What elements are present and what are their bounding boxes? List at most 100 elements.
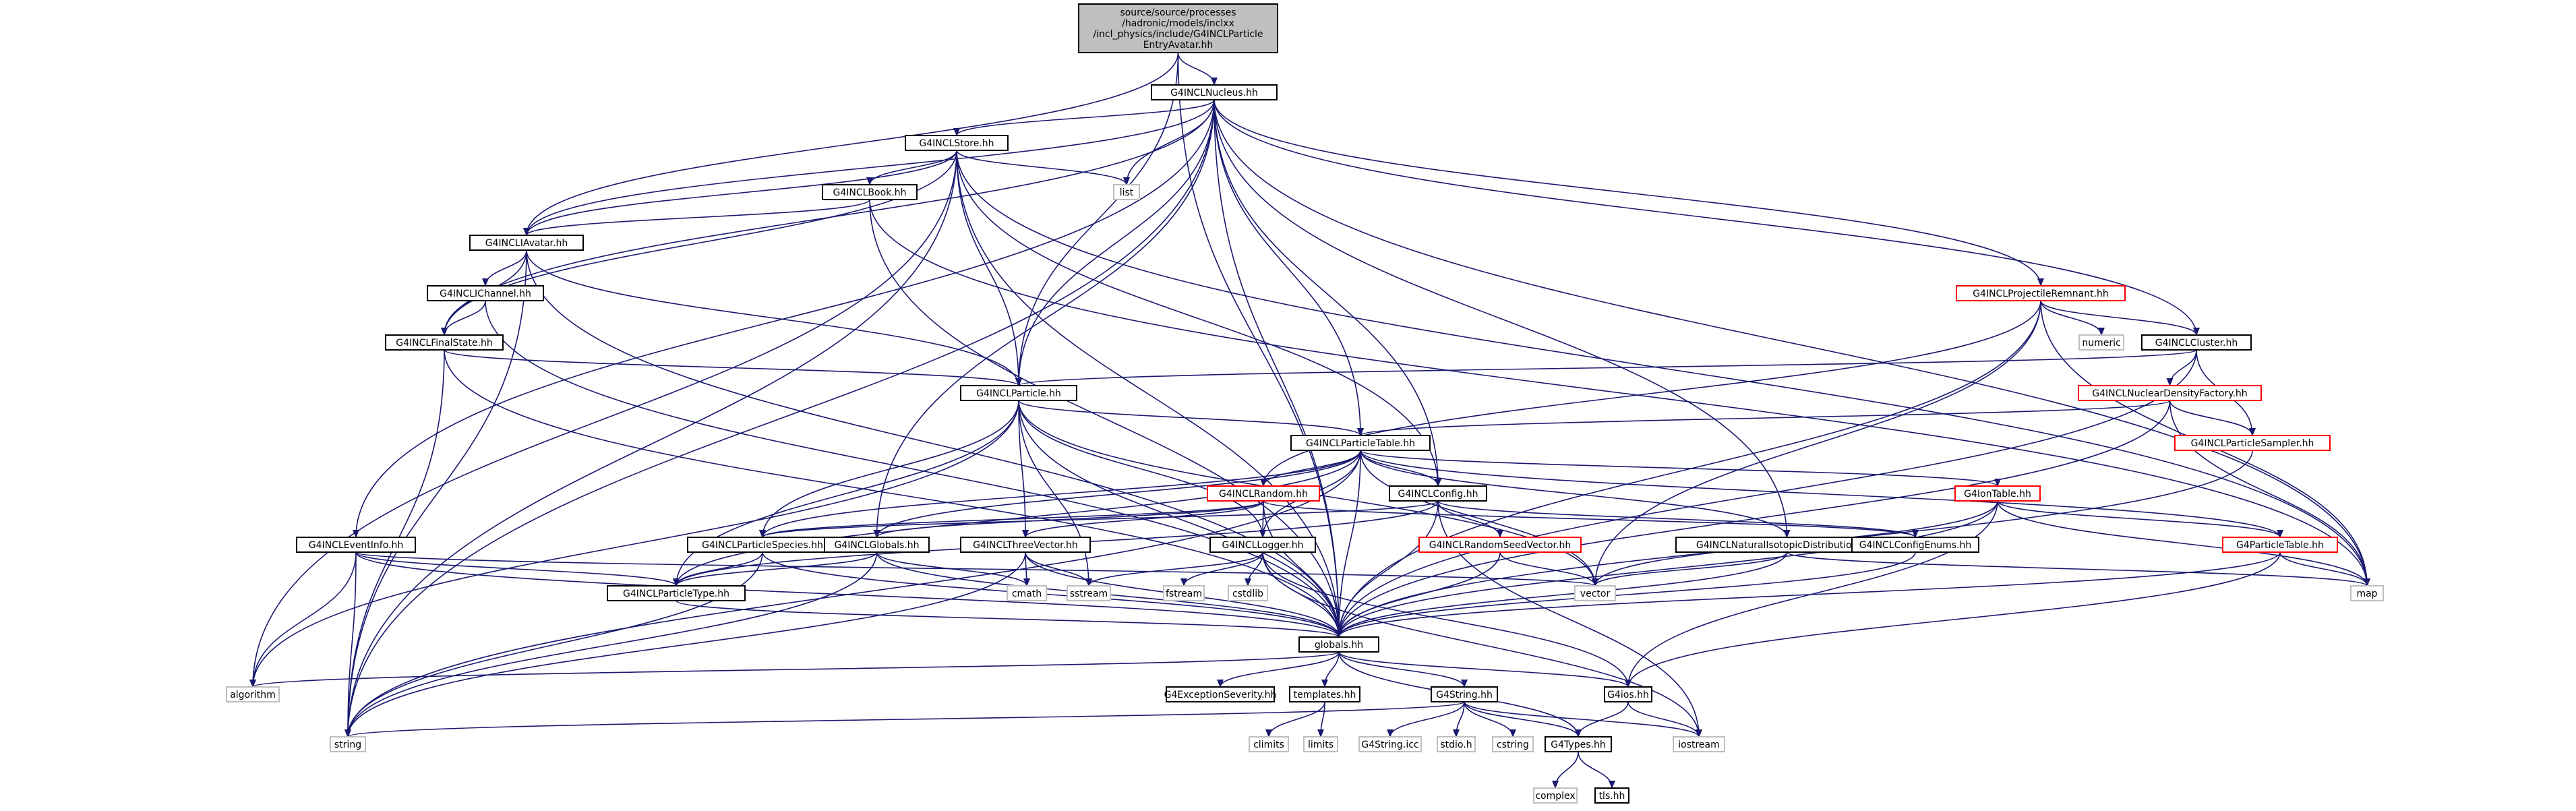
node-g4types[interactable]: G4Types.hh [1545, 736, 1612, 752]
node-book[interactable]: G4INCLBook.hh [822, 184, 918, 200]
edge-g4particletable-to-map [2279, 551, 2370, 587]
node-label-g4string: G4String.hh [1436, 690, 1493, 700]
node-tlshh[interactable]: tls.hh [1594, 787, 1629, 804]
node-box-exception [1166, 686, 1275, 702]
node-g4particletable[interactable]: G4ParticleTable.hh [2222, 537, 2338, 553]
node-vector[interactable]: vector [1574, 585, 1616, 601]
node-cluster[interactable]: G4INCLCluster.hh [2141, 334, 2252, 351]
node-finalstate[interactable]: G4INCLFinalState.hh [385, 334, 504, 351]
node-root[interactable]: source/source/processes/hadronic/models/… [1078, 3, 1278, 53]
edge-iontable-to-globalshh [1336, 500, 1998, 638]
edge-config-to-globalshh [1336, 500, 1439, 638]
nodes-layer: source/source/processes/hadronic/models/… [226, 3, 2384, 804]
node-box-eventinfo [296, 537, 416, 553]
node-threevec[interactable]: G4INCLThreeVector.hh [960, 537, 1091, 553]
edge-seedvec-to-globalshh [1336, 551, 1501, 638]
edge-store-to-book [866, 150, 957, 185]
node-nucleus[interactable]: G4INCLNucleus.hh [1151, 84, 1278, 100]
edge-particletable-to-globals [873, 450, 1361, 538]
node-box-iavatar [469, 235, 584, 251]
node-string[interactable]: string [330, 736, 366, 752]
node-globalshh[interactable]: globals.hh [1298, 636, 1379, 653]
node-label-random: G4INCLRandom.hh [1219, 489, 1308, 500]
node-box-threevec [960, 537, 1091, 553]
node-g4string[interactable]: G4String.hh [1431, 686, 1498, 702]
node-exception[interactable]: G4ExceptionSeverity.hh [1164, 686, 1277, 702]
node-climits[interactable]: climits [1249, 736, 1289, 752]
node-g4stringicc[interactable]: G4String.icc [1358, 736, 1422, 752]
node-label-finalstate: G4INCLFinalState.hh [396, 338, 492, 349]
node-box-tlshh [1594, 787, 1629, 804]
node-eventinfo[interactable]: G4INCLEventInfo.hh [296, 537, 416, 553]
node-limits[interactable]: limits [1303, 736, 1338, 752]
edges-layer [249, 52, 2370, 789]
node-box-cstdlib [1228, 585, 1268, 601]
node-algorithm[interactable]: algorithm [226, 686, 280, 702]
node-projrem[interactable]: G4INCLProjectileRemnant.hh [1956, 285, 2126, 301]
node-box-random [1207, 485, 1320, 502]
node-logger[interactable]: G4INCLLogger.hh [1209, 537, 1316, 553]
edge-particletable-to-globalshh [1336, 450, 1361, 638]
node-fstream[interactable]: fstream [1163, 585, 1205, 601]
edge-g4string-to-iostream [1464, 701, 1702, 738]
edge-eventinfo-to-algorithm [249, 551, 357, 688]
edge-nucleus-to-eventinfo [353, 99, 1215, 538]
edge-logger-to-fstream [1180, 551, 1263, 587]
node-g4ios[interactable]: G4ios.hh [1604, 686, 1652, 702]
node-particle[interactable]: G4INCLParticle.hh [960, 385, 1077, 401]
node-config[interactable]: G4INCLConfig.hh [1389, 485, 1487, 502]
node-iavatar[interactable]: G4INCLIAvatar.hh [469, 235, 584, 251]
edge-nucleus-to-globals [873, 99, 1215, 538]
node-label-iostream: iostream [1678, 740, 1720, 750]
node-species[interactable]: G4INCLParticleSpecies.hh [687, 537, 838, 553]
edge-book-to-globalshh [869, 199, 1342, 638]
edge-templates-to-limits [1317, 701, 1325, 738]
node-box-g4types [1545, 736, 1612, 752]
edge-nucleus-to-store [953, 99, 1215, 136]
node-box-logger [1209, 537, 1316, 553]
node-label-map: map [2356, 589, 2377, 599]
node-iostream[interactable]: iostream [1673, 736, 1725, 752]
node-box-nucdensity [2078, 385, 2262, 401]
node-numeric[interactable]: numeric [2078, 334, 2124, 351]
node-natiso[interactable]: G4INCLNaturalIsotopicDistributions.hh [1675, 537, 1898, 553]
node-cstdlib[interactable]: cstdlib [1228, 585, 1268, 601]
node-cmath[interactable]: cmath [1007, 585, 1047, 601]
node-nucdensity[interactable]: G4INCLNuclearDensityFactory.hh [2078, 385, 2262, 401]
edge-g4types-to-tlshh [1578, 751, 1615, 789]
node-map[interactable]: map [2350, 585, 2384, 601]
node-stdio[interactable]: stdio.h [1437, 736, 1476, 752]
node-label-threevec: G4INCLThreeVector.hh [973, 540, 1078, 551]
edge-store-to-string [345, 150, 957, 738]
node-box-globalshh [1298, 636, 1379, 653]
node-list[interactable]: list [1113, 184, 1140, 200]
node-complex[interactable]: complex [1533, 787, 1578, 804]
node-iontable[interactable]: G4IonTable.hh [1954, 485, 2041, 502]
node-label-configenums: G4INCLConfigEnums.hh [1859, 540, 1972, 551]
node-label-particletype: G4INCLParticleType.hh [623, 589, 729, 599]
node-globals[interactable]: G4INCLGlobals.hh [824, 537, 930, 553]
node-box-particletype [607, 585, 746, 601]
node-store[interactable]: G4INCLStore.hh [905, 135, 1009, 151]
edge-globals-to-particletype [673, 551, 878, 587]
node-cstring[interactable]: cstring [1492, 736, 1534, 752]
node-particletable[interactable]: G4INCLParticleTable.hh [1290, 435, 1431, 451]
node-configenums[interactable]: G4INCLConfigEnums.hh [1851, 537, 1979, 553]
edge-globalshh-to-g4ios [1338, 651, 1631, 688]
node-ichannel[interactable]: G4INCLIChannel.hh [427, 285, 544, 301]
node-box-limits [1303, 736, 1338, 752]
edge-g4types-to-complex [1552, 751, 1579, 789]
edge-threevec-to-string [345, 551, 1026, 738]
node-box-seedvec [1418, 537, 1582, 553]
node-particletype[interactable]: G4INCLParticleType.hh [607, 585, 746, 601]
node-seedvec[interactable]: G4INCLRandomSeedVector.hh [1418, 537, 1582, 553]
node-box-iontable [1954, 485, 2041, 502]
node-random[interactable]: G4INCLRandom.hh [1207, 485, 1320, 502]
edge-configenums-to-globalshh [1336, 551, 1916, 638]
edge-logger-to-g4ios [1262, 551, 1631, 688]
node-sstream[interactable]: sstream [1067, 585, 1111, 601]
node-label-g4stringicc: G4String.icc [1361, 740, 1418, 750]
node-templates[interactable]: templates.hh [1289, 686, 1360, 702]
node-partsampler[interactable]: G4INCLParticleSampler.hh [2174, 435, 2331, 451]
node-label-config: G4INCLConfig.hh [1398, 489, 1478, 500]
